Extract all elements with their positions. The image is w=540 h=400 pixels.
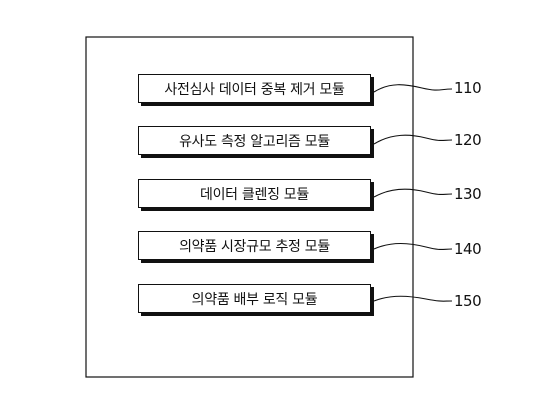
- module-box-130: 데이터 클렌징 모듈: [138, 179, 371, 208]
- module-label-110: 사전심사 데이터 중복 제거 모듈: [164, 81, 345, 98]
- reference-number-150: 150: [454, 292, 482, 310]
- leader-line-110: [373, 84, 453, 93]
- module-label-140: 의약품 시장규모 추정 모듈: [179, 238, 330, 255]
- system-outer-frame: [85, 36, 414, 378]
- reference-number-140: 140: [454, 240, 482, 258]
- module-box-140: 의약품 시장규모 추정 모듈: [138, 231, 371, 260]
- leader-line-120: [373, 134, 453, 145]
- reference-number-120: 120: [454, 131, 482, 149]
- module-box-120: 유사도 측정 알고리즘 모듈: [138, 126, 371, 155]
- leader-line-150: [373, 295, 453, 302]
- module-label-120: 유사도 측정 알고리즘 모듈: [179, 133, 330, 150]
- leader-line-130: [373, 188, 453, 198]
- leader-line-140: [373, 242, 453, 251]
- reference-number-110: 110: [454, 79, 482, 97]
- module-label-130: 데이터 클렌징 모듈: [200, 186, 309, 203]
- module-label-150: 의약품 배부 로직 모듈: [191, 291, 318, 308]
- reference-number-130: 130: [454, 185, 482, 203]
- module-box-150: 의약품 배부 로직 모듈: [138, 284, 371, 313]
- module-box-110: 사전심사 데이터 중복 제거 모듈: [138, 74, 371, 103]
